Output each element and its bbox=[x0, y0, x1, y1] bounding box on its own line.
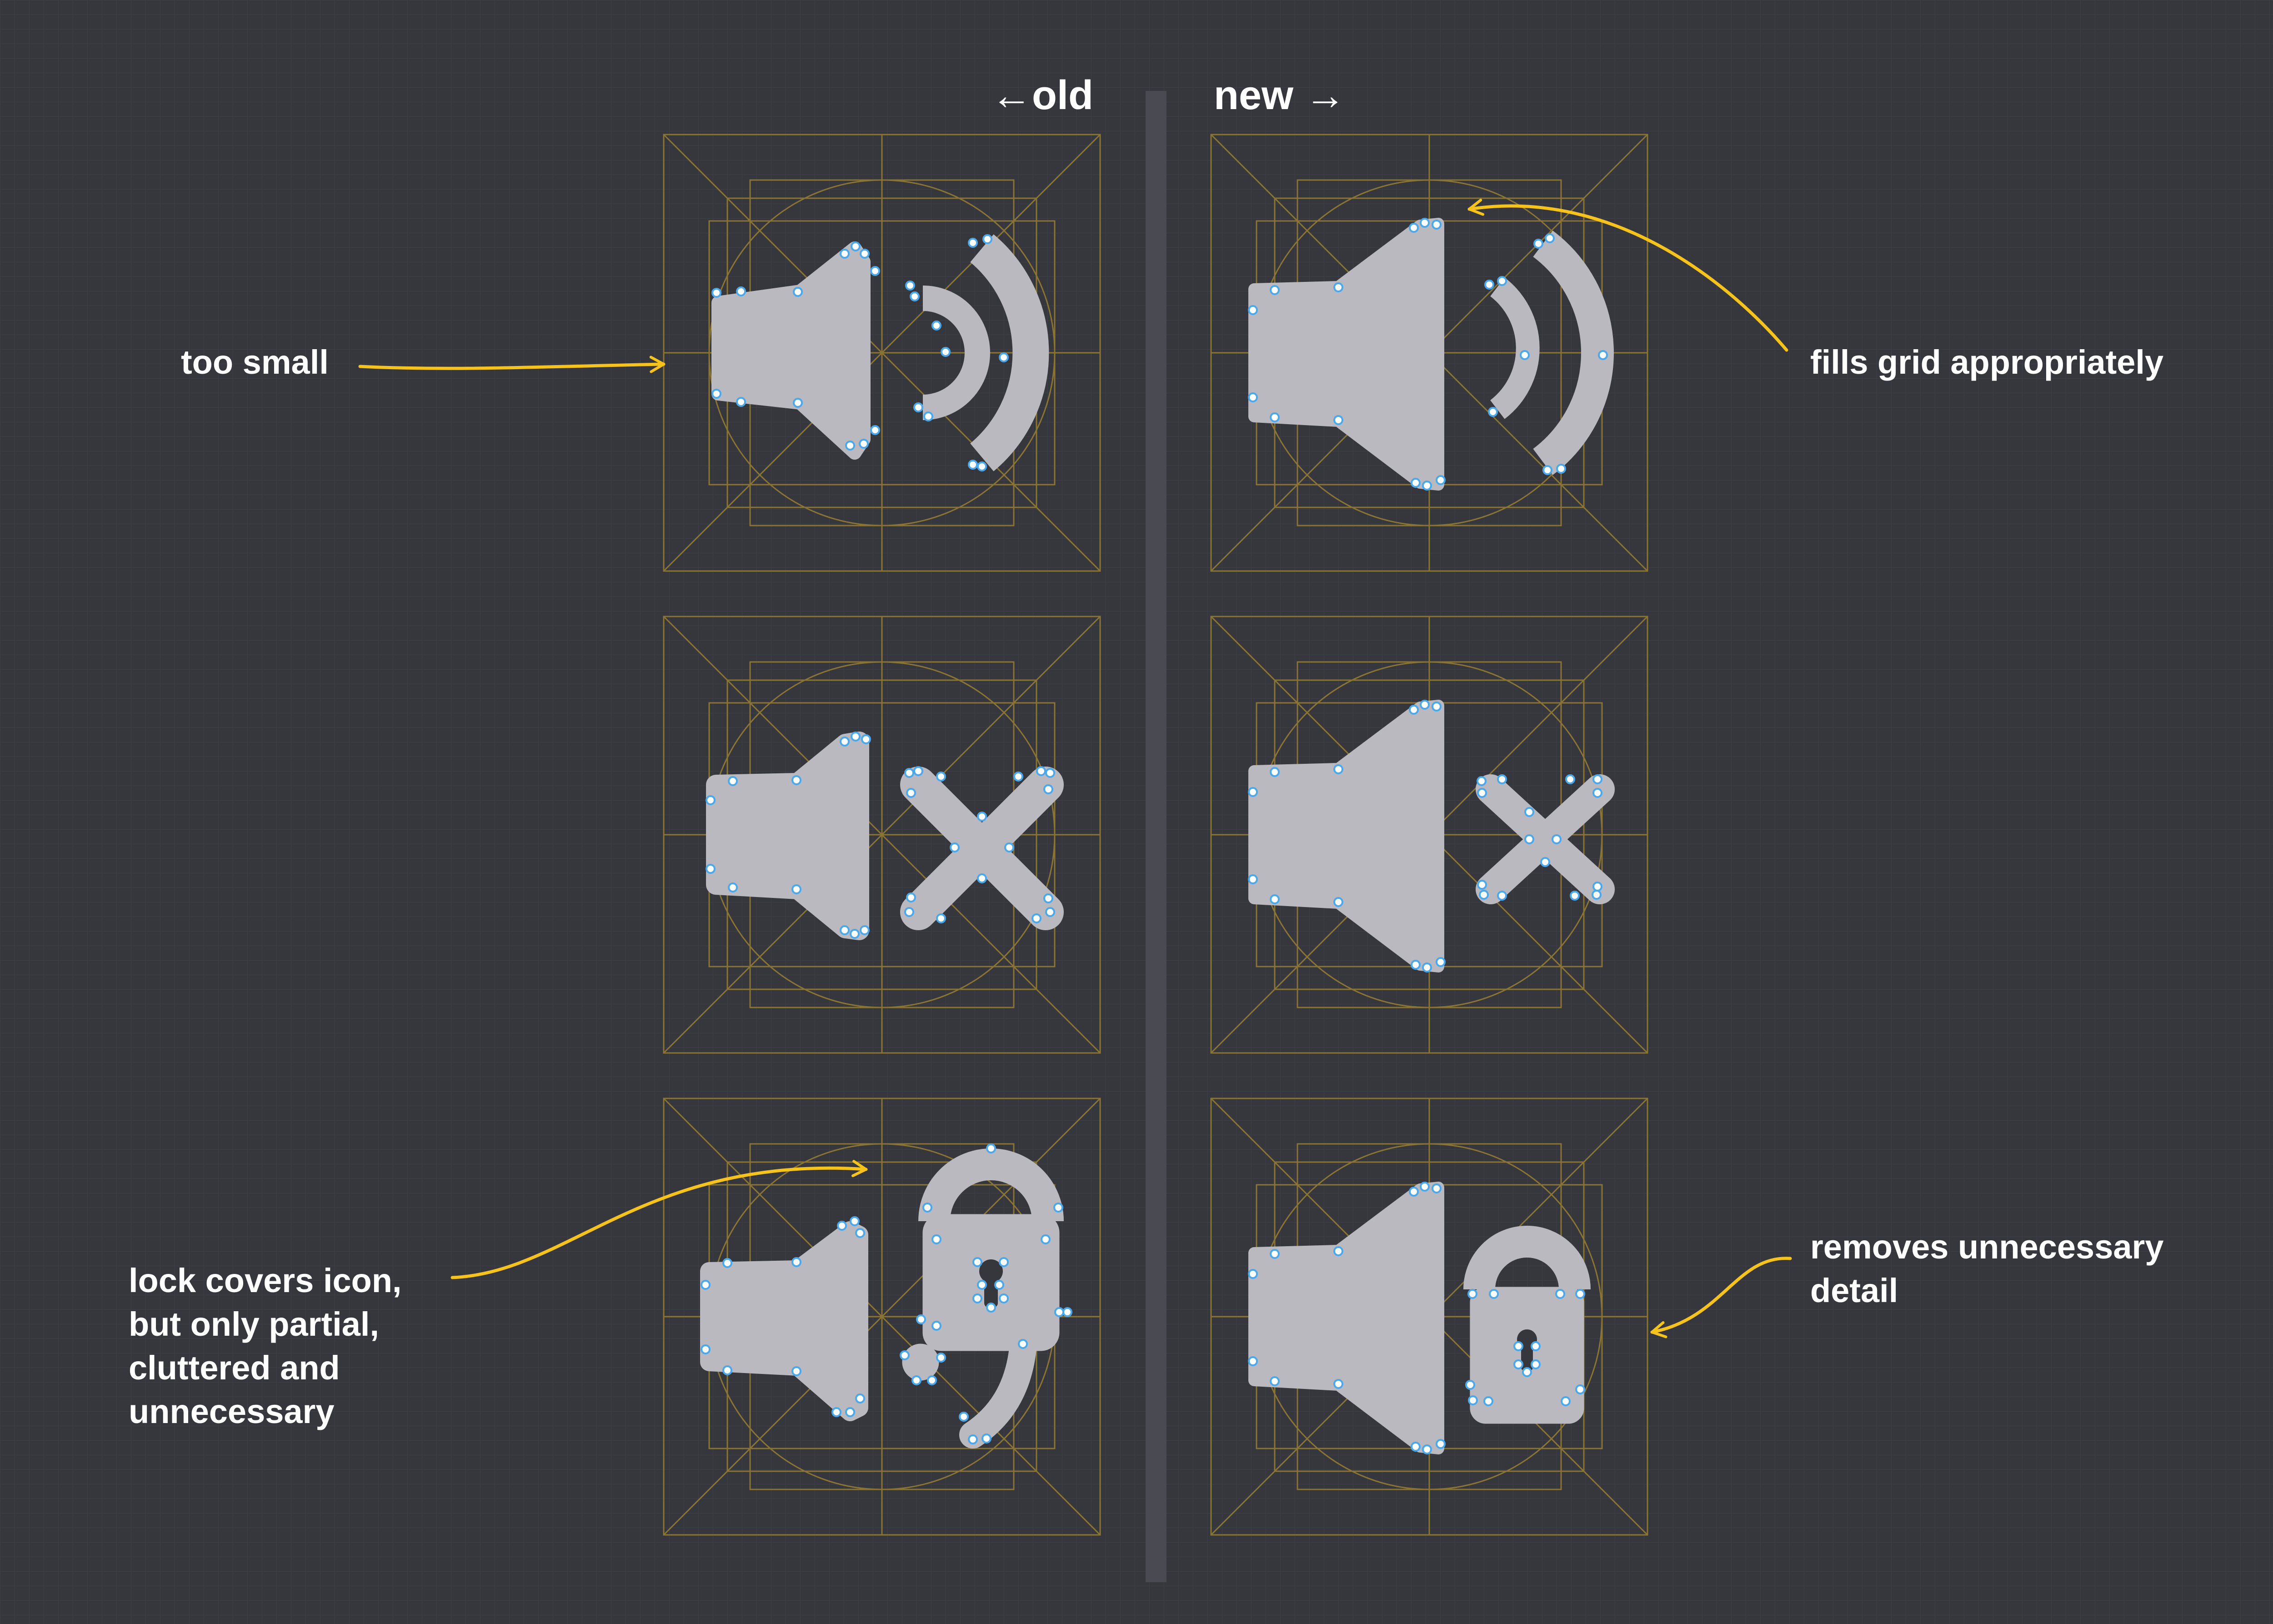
anchor-points bbox=[1248, 1182, 1585, 1454]
annotation-too-small: too small bbox=[181, 343, 329, 381]
annotation-lock-covers: lock covers icon, but only partial, clut… bbox=[129, 1262, 411, 1430]
icon-shapes bbox=[700, 1148, 1064, 1449]
annotation-lock-line-1: lock covers icon, bbox=[129, 1262, 402, 1299]
annotation-removes-line-2: detail bbox=[1810, 1272, 1898, 1309]
annotation-removes-line-1: removes unnecessary bbox=[1810, 1228, 2163, 1266]
new-speaker-waves-icon bbox=[1210, 134, 1648, 572]
new-speaker-mute-icon bbox=[1210, 616, 1648, 1054]
annotation-lock-line-3: cluttered and bbox=[129, 1349, 340, 1387]
annotation-removes-detail: removes unnecessary detail bbox=[1810, 1228, 2173, 1309]
removes-detail-arrow bbox=[1650, 1257, 1792, 1338]
header-new: new → bbox=[1214, 73, 1346, 118]
fills-grid-arrow bbox=[1467, 198, 1788, 352]
new-speaker-locked-icon bbox=[1210, 1098, 1648, 1536]
icon-shapes bbox=[1248, 700, 1615, 972]
icon-shapes bbox=[706, 732, 1064, 940]
old-new-divider bbox=[1146, 91, 1167, 1582]
annotation-lock-line-4: unnecessary bbox=[129, 1393, 335, 1430]
old-speaker-waves-icon bbox=[663, 134, 1101, 572]
header-old: ←old bbox=[991, 73, 1093, 118]
anchor-points bbox=[1248, 700, 1602, 972]
lock-keyhole bbox=[979, 1259, 1003, 1308]
too-small-arrow bbox=[358, 356, 666, 373]
old-speaker-locked-icon bbox=[663, 1098, 1101, 1536]
anchor-points bbox=[711, 234, 1009, 471]
icon-shapes bbox=[1248, 218, 1614, 491]
anchor-points bbox=[706, 732, 1055, 939]
old-speaker-mute-icon bbox=[663, 616, 1101, 1054]
annotation-fills-grid: fills grid appropriately bbox=[1810, 343, 2163, 381]
annotation-lock-line-2: but only partial, bbox=[129, 1305, 379, 1343]
anchor-points bbox=[1248, 218, 1608, 491]
anchor-points bbox=[701, 1143, 1072, 1444]
lock-covers-arrow bbox=[451, 1160, 868, 1279]
annotation-arrows bbox=[358, 198, 1792, 1338]
